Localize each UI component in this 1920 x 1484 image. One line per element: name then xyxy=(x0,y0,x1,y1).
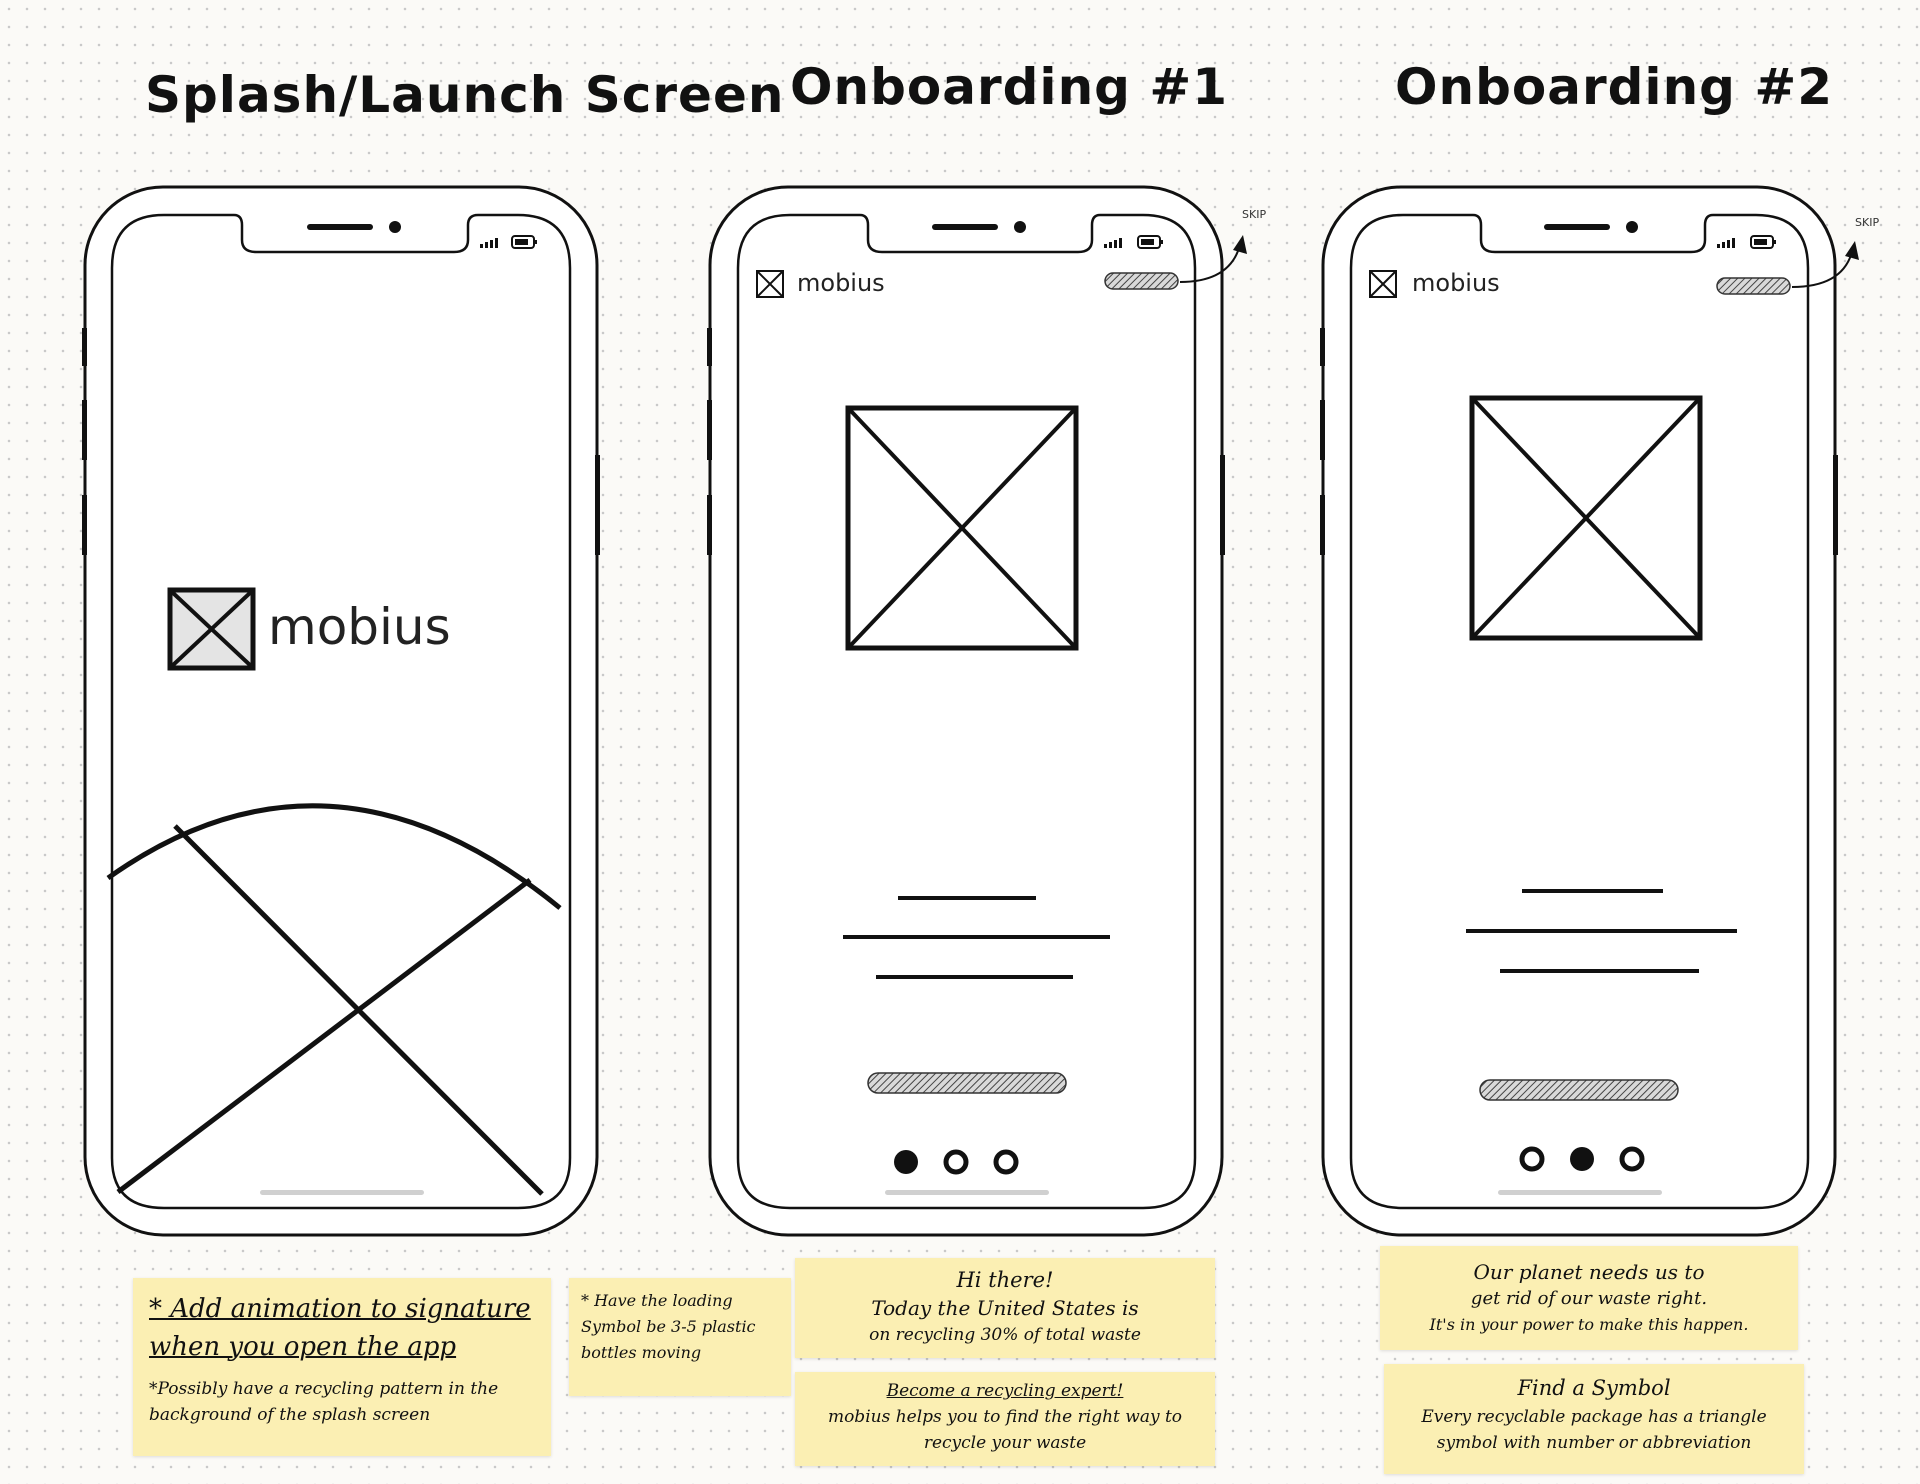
onboarding2-phone xyxy=(1320,185,1859,1237)
onboarding1-title: Onboarding #1 xyxy=(790,58,1229,116)
note-onboarding1-expert: Become a recycling expert! mobius helps … xyxy=(795,1372,1215,1466)
note-onboarding1-expert-title: Become a recycling expert! xyxy=(886,1381,1124,1401)
onboarding1-logo-icon xyxy=(756,270,784,298)
note-onboarding1-expert-body: mobius helps you to find the right way t… xyxy=(827,1407,1183,1453)
onboarding1-page-dot-2[interactable] xyxy=(943,1149,969,1175)
note-onboarding2-symbol-body: Every recyclable package has a triangle … xyxy=(1421,1407,1767,1453)
splash-title: Splash/Launch Screen xyxy=(145,66,785,124)
onboarding1-skip-label[interactable]: SKIP xyxy=(1242,208,1267,221)
onboarding2-title: Onboarding #2 xyxy=(1395,58,1834,116)
note-onboarding1-intro-line3: on recycling 30% of total waste xyxy=(869,1325,1141,1345)
onboarding2-pagination xyxy=(1519,1146,1645,1172)
onboarding1-pagination xyxy=(894,1149,1019,1175)
note-onboarding2-planet-line1: Our planet needs us to xyxy=(1473,1260,1705,1284)
note-onboarding2-planet-line3: It's in your power to make this happen. xyxy=(1429,1315,1749,1334)
onboarding1-skip-button-shape xyxy=(1104,272,1179,290)
onboarding2-cta-button-shape xyxy=(1479,1079,1679,1101)
note-loading-symbol-text: * Have the loading Symbol be 3-5 plastic… xyxy=(581,1291,756,1362)
onboarding2-logo-icon xyxy=(1369,270,1397,298)
note-splash-animation-main: * Add animation to signature when you op… xyxy=(149,1294,531,1362)
splash-phone xyxy=(82,185,600,1237)
onboarding1-cta-button-shape xyxy=(867,1072,1067,1094)
onboarding2-brand-name: mobius xyxy=(1412,269,1500,297)
note-onboarding2-planet: Our planet needs us to get rid of our wa… xyxy=(1380,1246,1798,1350)
onboarding1-page-dot-1[interactable] xyxy=(894,1150,918,1174)
note-onboarding1-intro: Hi there! Today the United States is on … xyxy=(795,1258,1215,1358)
onboarding1-page-dot-3[interactable] xyxy=(993,1149,1019,1175)
onboarding1-image-placeholder xyxy=(845,405,1079,651)
splash-brand-name: mobius xyxy=(268,598,451,656)
onboarding1-brand-name: mobius xyxy=(797,269,885,297)
status-battery-icon xyxy=(511,235,537,249)
status-signal-icon xyxy=(480,238,498,248)
note-splash-animation: * Add animation to signature when you op… xyxy=(133,1278,551,1456)
onboarding2-page-dot-1[interactable] xyxy=(1519,1146,1545,1172)
note-onboarding1-intro-line1: Hi there! xyxy=(956,1268,1054,1292)
splash-logo-placeholder xyxy=(167,587,256,671)
note-loading-symbol: * Have the loading Symbol be 3-5 plastic… xyxy=(569,1278,791,1396)
note-onboarding2-planet-line2: get rid of our waste right. xyxy=(1470,1288,1708,1309)
note-splash-animation-sub: *Possibly have a recycling pattern in th… xyxy=(149,1379,499,1425)
onboarding2-page-dot-3[interactable] xyxy=(1619,1146,1645,1172)
onboarding2-page-dot-2[interactable] xyxy=(1570,1147,1594,1171)
splash-background-image-placeholder xyxy=(106,803,562,1196)
note-onboarding2-symbol-title: Find a Symbol xyxy=(1517,1376,1671,1400)
note-onboarding2-symbol: Find a Symbol Every recyclable package h… xyxy=(1384,1364,1804,1474)
onboarding2-image-placeholder xyxy=(1469,395,1703,641)
onboarding2-skip-label[interactable]: SKIP xyxy=(1855,216,1880,229)
note-onboarding1-intro-line2: Today the United States is xyxy=(871,1296,1139,1320)
onboarding2-skip-button-shape xyxy=(1716,277,1791,295)
onboarding1-phone xyxy=(707,185,1247,1237)
